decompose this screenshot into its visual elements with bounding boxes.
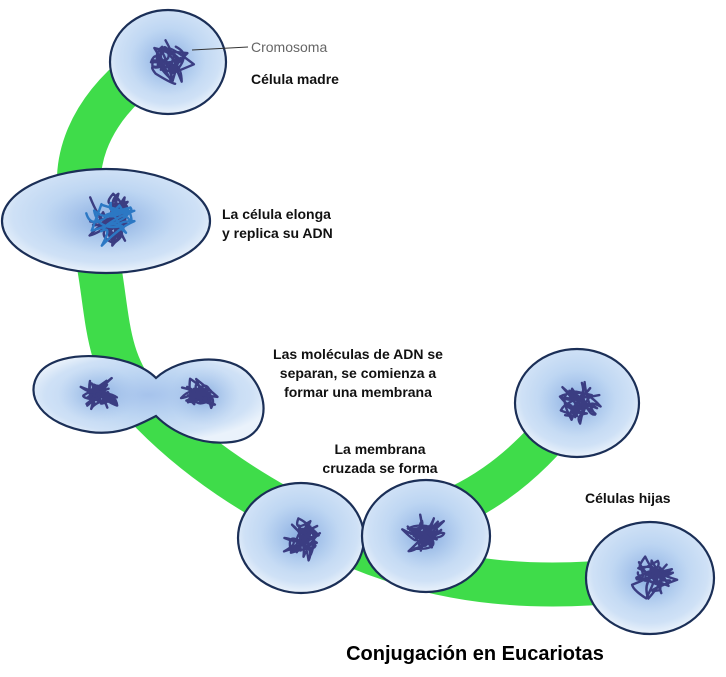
chromosome-strand [79,382,119,407]
label-separation-line-2: separan, se comienza a [279,365,437,381]
diagram-title: Conjugación en Eucariotas [346,643,604,665]
chromosome-tangle [149,39,196,85]
label-elongation-line-2: y replica su ADN [222,225,333,241]
chromosome-tangle [282,517,322,562]
chromosome-leader-line [191,46,249,51]
daughter-cell-top [513,347,641,459]
label-separation-line-3: formar una membrana [284,384,432,400]
joined-cells [236,478,492,595]
chromosome-tangle [630,555,679,600]
chromosome-strand [559,386,597,419]
label-separation-line-1: Las moléculas de ADN se [273,346,443,362]
chromosome-strand [86,376,118,411]
chromosome-tangle [79,376,119,411]
chromosome-tangle [558,380,602,425]
chromosome-tangle [401,513,446,553]
label-chromosome: Cromosoma [251,39,328,55]
chromosome-strand [85,201,136,247]
chromosome-strand [179,377,219,410]
label-membrane-line-1: La membrana [334,441,426,457]
dividing-cell [32,355,265,444]
label-elongation-line-1: La célula elonga [222,206,331,222]
elongated-cell [0,167,212,275]
chromosome-strand [290,523,322,562]
chromosome-tangle [179,377,219,410]
label-mother-cell: Célula madre [251,71,339,87]
daughter-cell-bottom [584,520,716,636]
label-daughter-cells: Células hijas [585,490,671,506]
mother-cell [108,8,228,116]
label-membrane-line-2: cruzada se forma [322,460,438,476]
chromosome-strand [149,39,189,84]
chromosome-tangle [85,192,136,247]
chromosome-strand [630,555,679,600]
chromosome-strand [407,513,443,553]
